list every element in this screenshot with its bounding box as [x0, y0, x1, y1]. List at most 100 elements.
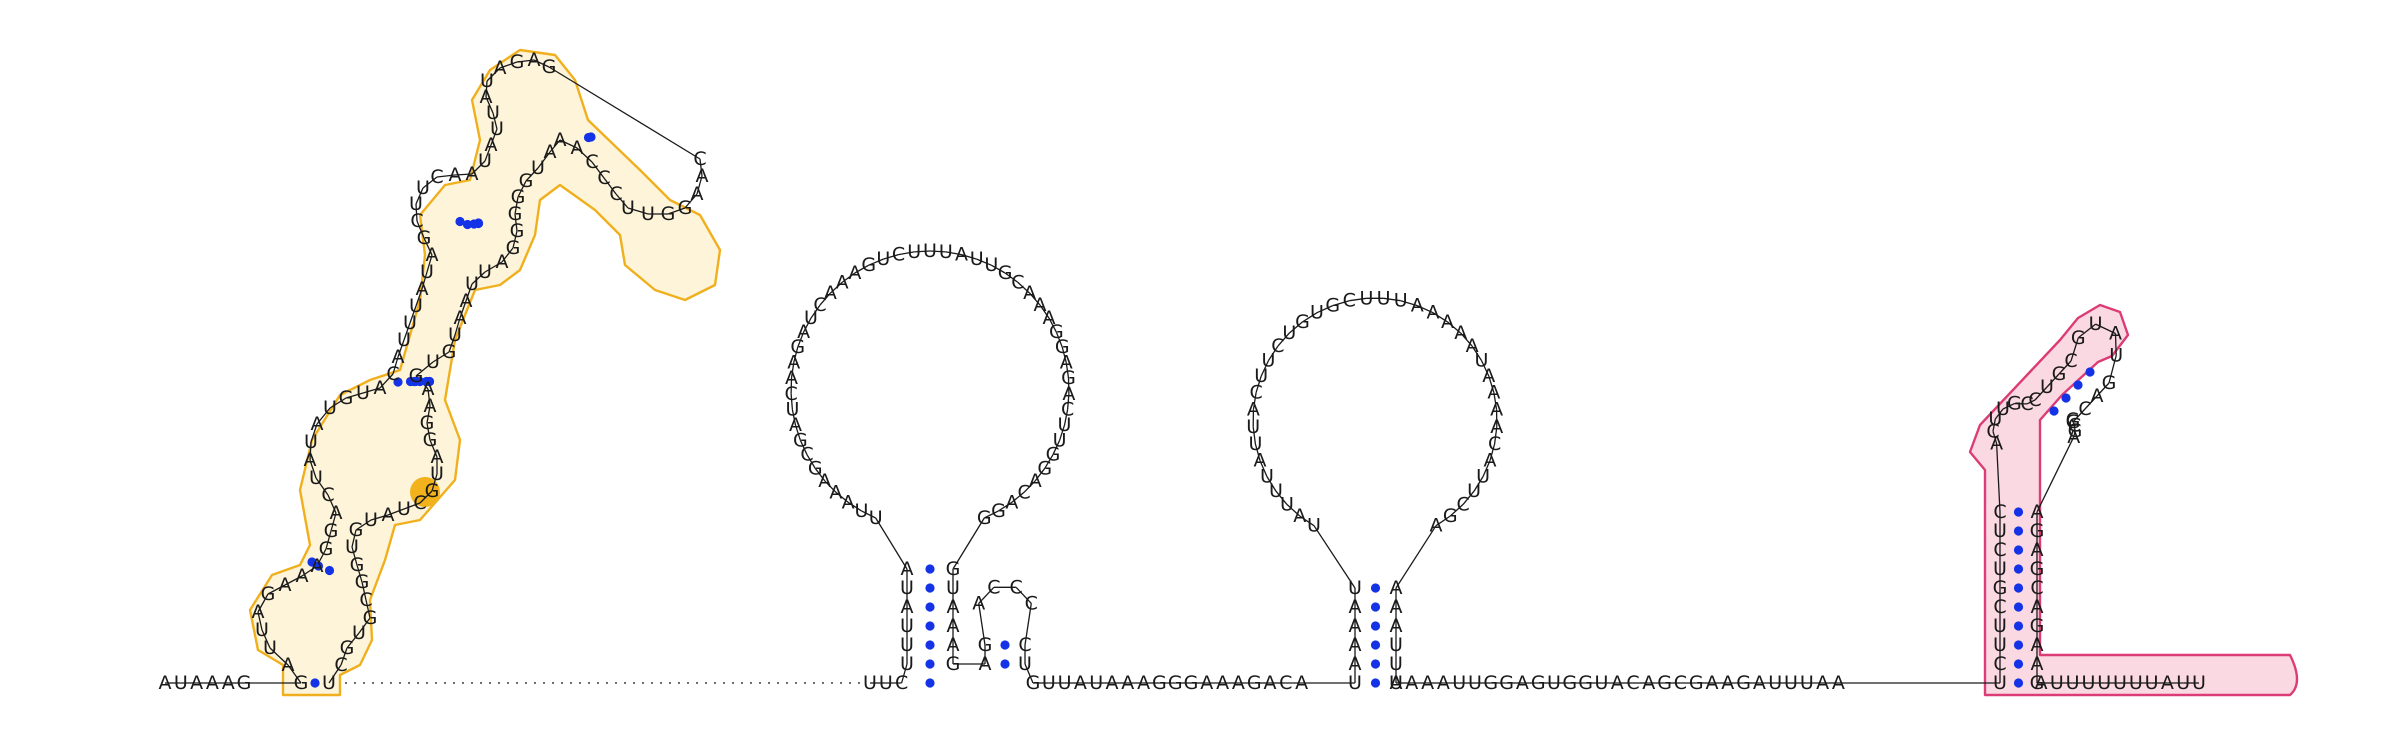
bulge-stem-nt: C — [1018, 634, 1031, 656]
backbone-bond — [548, 66, 701, 160]
hairpin-three-loop-nt: C — [1488, 433, 1501, 455]
bulge-loop-nt: C — [1025, 592, 1038, 614]
right-hairpin-stem-nt: C — [1993, 596, 2006, 618]
left-hairpin-nt: G — [661, 203, 676, 225]
linker-two-nt: G — [1736, 672, 1751, 694]
backbone-bond — [914, 250, 931, 253]
hairpin-two-loop-nt: A — [1043, 307, 1056, 329]
base-pair-dot — [925, 659, 935, 669]
left-hairpin-nt: U — [430, 463, 444, 485]
backbone-bond — [355, 519, 372, 531]
backbone-bond — [2046, 373, 2060, 388]
backbone-bond — [841, 272, 856, 283]
left-hairpin-nt: G — [319, 538, 334, 560]
backbone-bond — [1252, 426, 1257, 445]
backbone-bond — [403, 502, 421, 510]
hairpin-two-loop-nt: G — [1037, 457, 1052, 479]
hairpin-three-loop-nt: A — [1411, 295, 1424, 317]
left-hairpin-nt: G — [355, 571, 370, 593]
hairpin-two-stem-nt: U — [900, 634, 914, 656]
backbone-bond — [426, 422, 431, 441]
hairpin-three-stem-nt: A — [1390, 577, 1403, 599]
backbone-bond — [327, 494, 337, 514]
hairpin-three-loop-nt: C — [1249, 382, 1262, 404]
hairpin-two-loop-nt: A — [785, 367, 798, 389]
left-hairpin-nt: A — [544, 141, 557, 163]
right-hairpin-interior-loop-nt: G — [2007, 393, 2022, 415]
backbone-bond — [819, 292, 831, 306]
backbone-bond — [362, 387, 381, 394]
backbone-bond — [1395, 525, 1437, 589]
backbone-bond — [1316, 305, 1333, 314]
hairpin-two-loop-nt: U — [855, 500, 869, 522]
hairpin-two-loop-nt: G — [793, 429, 808, 451]
right-hairpin-loop-nt: A — [2109, 323, 2122, 345]
linker-two-nt: A — [1832, 672, 1845, 694]
hairpin-two-stem-nt: U — [900, 653, 914, 675]
hairpin-two-loop-nt: A — [955, 244, 968, 266]
backbone-bond — [2073, 425, 2076, 432]
hairpin-three-stem-nt: A — [1390, 672, 1403, 694]
left-hairpin-nt: U — [409, 193, 423, 215]
backbone-bond — [790, 393, 794, 410]
five-prime-tail-nt: A — [206, 672, 219, 694]
three-prime-tail-nt: U — [2145, 672, 2159, 694]
hairpin-two-loop-nt: U — [804, 307, 818, 329]
backbone-bond — [1313, 525, 1356, 589]
backbone-bond — [370, 514, 389, 521]
hairpin-two-stem-nt: A — [947, 596, 960, 618]
left-hairpin-nt: A — [449, 164, 462, 186]
hairpin-three-loop-nt: G — [1295, 311, 1310, 333]
linker-two-nt: U — [1800, 672, 1814, 694]
backbone-bond — [514, 196, 519, 215]
hairpin-two-loop-nt: C — [1017, 481, 1030, 503]
hairpin-three-loop-nt: A — [1487, 382, 1500, 404]
right-hairpin-upper-stem-nt: A — [2091, 385, 2104, 407]
hairpin-two-loop-nt: A — [1023, 282, 1036, 304]
linker-two-nt: G — [1689, 672, 1704, 694]
hairpin-two-loop-nt: U — [923, 240, 937, 262]
right-hairpin-loop-nt: U — [2089, 313, 2103, 335]
backbone-bond — [1029, 292, 1041, 306]
highlight-layer — [248, 48, 2299, 697]
base-pair-dot — [393, 377, 403, 387]
backbone-bond — [1015, 586, 1032, 604]
left-hairpin-nt: U — [356, 382, 370, 404]
backbone-bond — [793, 346, 799, 363]
left-hairpin-nt: G — [340, 637, 355, 659]
left-hairpin-nt: U — [364, 509, 378, 531]
left-hairpin-nt: C — [413, 492, 426, 514]
base-pair-dot — [1370, 678, 1381, 688]
left-hairpin-nt: A — [304, 449, 317, 471]
base-pair-dot — [2013, 507, 2024, 517]
right-hairpin-interior-loop-nt: C — [2068, 414, 2081, 436]
hairpin-two-loop-nt: A — [836, 271, 849, 293]
hairpin-three-stem-nt: A — [1349, 615, 1362, 637]
hairpin-three-loop-nt: U — [1307, 515, 1321, 537]
hairpin-two-stem-nt: A — [947, 634, 960, 656]
left-hairpin-nt: C — [321, 484, 334, 506]
base-pair-dot — [2013, 583, 2024, 593]
backbone-bond — [387, 508, 405, 516]
left-hairpin-nt: C — [430, 166, 443, 188]
left-hairpin-nt: C — [693, 148, 706, 170]
backbone-bond — [847, 501, 862, 512]
right-hairpin-stem-nt: U — [1993, 634, 2007, 656]
base-pair-dot — [313, 561, 324, 571]
backbone-bond — [2096, 382, 2110, 397]
base-pair-dot — [2013, 640, 2024, 650]
left-hairpin-nt: G — [425, 480, 440, 502]
left-hairpin-nt: C — [359, 589, 372, 611]
linker-one-nt: A — [1106, 672, 1119, 694]
three-prime-tail-nt: A — [2161, 672, 2174, 694]
hairpin-three-loop-nt: U — [1359, 287, 1373, 309]
backbone-bond — [1260, 360, 1270, 377]
left-hairpin-nt: A — [494, 57, 507, 79]
linker-two-nt: G — [1562, 672, 1577, 694]
backbone-bond — [415, 361, 434, 377]
backbone-bond — [365, 599, 371, 619]
left-hairpin-nt: C — [597, 167, 610, 189]
backbone-bond — [1275, 490, 1288, 505]
backbone-bond — [499, 61, 518, 69]
backbone-bond — [426, 254, 433, 273]
